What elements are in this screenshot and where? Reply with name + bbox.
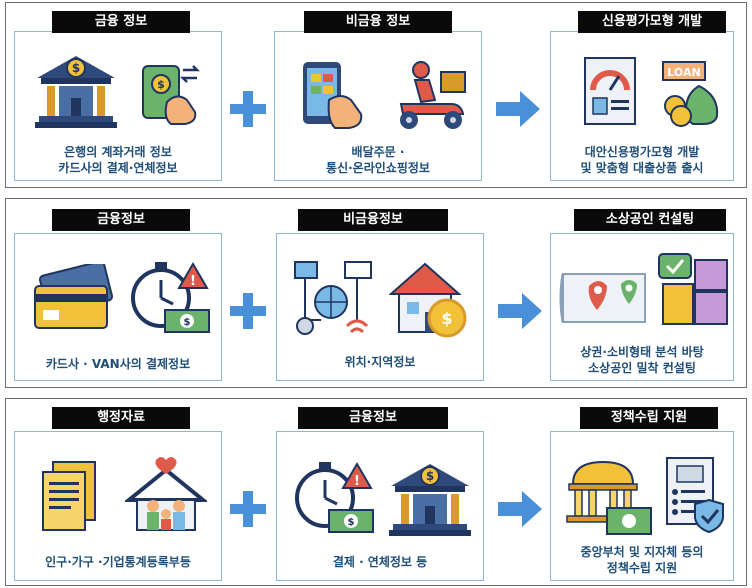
panel-caption: 중앙부처 및 지자체 등의 정책수립 지원 [551, 544, 733, 576]
panel-title: 금융정보 [298, 407, 448, 429]
panel-title: 행정자료 [52, 407, 190, 429]
panel-caption: 인구·가구 ·기업통계등록부등 [15, 554, 221, 570]
panel-nonfinancial-info: 배달주문 · 통신·온라인쇼핑정보 [274, 31, 482, 181]
caption-line-2: 통신·온라인쇼핑정보 [326, 161, 430, 175]
panel-caption: 은행의 계좌거래 정보 카드사의 결제·연체정보 [15, 144, 221, 176]
caption-line-2: 소상공인 밀착 컨설팅 [588, 361, 696, 375]
caption-line-1: 상권·소비형태 분석 바탕 [580, 345, 704, 359]
panel-nonfinancial-info: $ 위치·지역정보 [276, 233, 484, 381]
panel-title: 정책수립 지원 [580, 407, 718, 429]
svg-text:!: ! [190, 274, 196, 289]
network-location-icon [291, 258, 375, 344]
panel-caption: 배달주문 · 통신·온라인쇼핑정보 [275, 144, 481, 176]
smartphone-order-icon [297, 60, 367, 134]
svg-text:$: $ [184, 317, 191, 328]
overdue-stopwatch-icon: ! $ [127, 258, 211, 340]
documents-icon [37, 460, 103, 538]
arrow-right-icon [494, 89, 542, 133]
svg-text:$: $ [72, 61, 80, 75]
caption-line-1: 카드사 · VAN사의 결제정보 [45, 357, 191, 371]
row-policy: 인구·가구 ·기업통계등록부등 행정자료 ! $ [5, 398, 747, 586]
caption-line-1: 결제 · 연체정보 등 [332, 555, 428, 569]
delivery-scooter-icon [391, 60, 471, 136]
panel-credit-model: LOAN 대안신용평가모형 개발 및 맞춤형 대출상품 출시 [550, 31, 734, 181]
panel-consulting: 상권·소비형태 분석 바탕 소상공인 밀착 컨설팅 [550, 233, 734, 381]
plus-icon [228, 291, 268, 335]
family-house-icon [123, 456, 209, 538]
row-credit-model: $ $ 은행의 계좌거래 정보 카드사의 결제·연체정보 금융 정보 [5, 2, 747, 188]
credit-score-report-icon [579, 56, 643, 132]
panel-caption: 카드사 · VAN사의 결제정보 [15, 356, 221, 372]
loan-money-bag-icon: LOAN [659, 56, 723, 132]
svg-text:$: $ [426, 469, 434, 483]
caption-line-1: 배달주문 · [351, 145, 405, 159]
panel-title: 금융 정보 [52, 11, 190, 33]
svg-text:$: $ [441, 309, 452, 328]
plus-icon [228, 489, 268, 533]
caption-line-1: 은행의 계좌거래 정보 [64, 145, 172, 159]
panel-financial-info: ! $ 카드사 · VAN사의 결제정보 [14, 233, 222, 381]
caption-line-2: 및 맞춤형 대출상품 출시 [580, 161, 704, 175]
panel-policy-support: 중앙부처 및 지자체 등의 정책수립 지원 [550, 431, 734, 581]
map-pins-icon [559, 264, 651, 334]
panel-caption: 상권·소비형태 분석 바탕 소상공인 밀착 컨설팅 [551, 344, 733, 376]
panel-title: 금융정보 [52, 209, 190, 231]
caption-line-1: 중앙부처 및 지자체 등의 [580, 545, 704, 559]
panel-title: 소상공인 컨설팅 [574, 209, 726, 231]
svg-text:!: ! [354, 474, 360, 489]
panel-financial-info: $ $ 은행의 계좌거래 정보 카드사의 결제·연체정보 [14, 31, 222, 181]
row-consulting: ! $ 카드사 · VAN사의 결제정보 금융정보 [5, 198, 747, 388]
money-transfer-icon: $ [137, 62, 203, 132]
house-coin-icon: $ [388, 260, 469, 344]
svg-text:$: $ [348, 517, 355, 528]
panel-caption: 대안신용평가모형 개발 및 맞춤형 대출상품 출시 [551, 144, 733, 176]
overdue-stopwatch-icon: ! $ [291, 458, 375, 540]
policy-document-icon [663, 456, 727, 538]
caption-line-1: 대안신용평가모형 개발 [584, 145, 700, 159]
bank-icon: $ [389, 462, 471, 542]
caption-line-2: 카드사의 결제·연체정보 [58, 161, 178, 175]
svg-text:LOAN: LOAN [667, 66, 700, 79]
panel-title: 신용평가모형 개발 [578, 11, 726, 33]
arrow-right-icon [496, 489, 544, 533]
svg-text:$: $ [157, 78, 165, 91]
panel-title: 비금융 정보 [304, 11, 452, 33]
caption-line-1: 인구·가구 ·기업통계등록부등 [45, 555, 191, 569]
panel-administrative-data: 인구·가구 ·기업통계등록부등 [14, 431, 222, 581]
puzzle-check-icon [655, 250, 731, 334]
panel-title: 비금융정보 [298, 209, 448, 231]
bank-icon: $ [35, 54, 117, 134]
arrow-right-icon [496, 291, 544, 335]
credit-cards-icon [29, 260, 115, 336]
panel-caption: 위치·지역정보 [277, 354, 483, 370]
caption-line-2: 정책수립 지원 [606, 561, 678, 575]
government-building-icon [563, 458, 653, 540]
caption-line-1: 위치·지역정보 [344, 355, 416, 369]
panel-financial-info: ! $ $ 결제 · 연체정보 등 [276, 431, 484, 581]
panel-caption: 결제 · 연체정보 등 [277, 554, 483, 570]
plus-icon [228, 89, 268, 133]
